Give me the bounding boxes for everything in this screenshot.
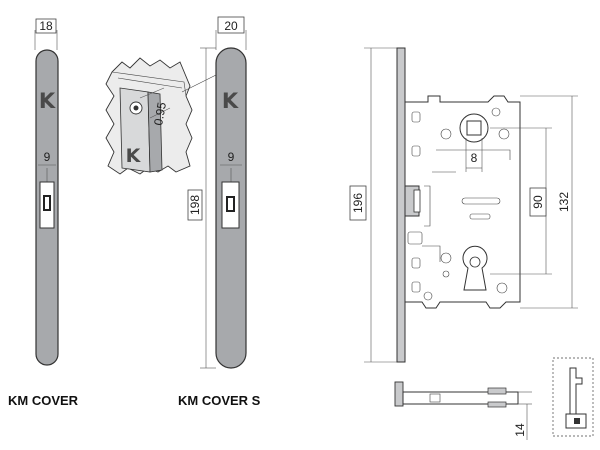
km-cover-drawing: 18 K 9 KM COVER — [8, 18, 79, 408]
cover-s-height-box — [187, 189, 203, 221]
km-cover-s-k-logo: K — [222, 89, 239, 113]
detail-cover-edge — [147, 91, 163, 173]
detail-k-logo: K — [126, 145, 142, 167]
lock-follower — [459, 113, 489, 143]
lock-body-drawing: 196 8 — [349, 47, 578, 363]
detail-leader-line — [181, 71, 223, 93]
faceplate-height-value: 196 — [351, 193, 365, 213]
center-distance-box — [529, 187, 547, 217]
depth-value: 14 — [513, 423, 527, 437]
cover-s-width-value: 20 — [224, 19, 238, 33]
detail-thickness-value: 0.95 — [151, 101, 169, 127]
faceplate-height-box — [349, 185, 367, 221]
lock-slot — [461, 197, 501, 205]
cover-s-slot-offset: 9 — [228, 150, 235, 164]
detail-inset: K 0.95 — [105, 57, 223, 175]
lock-case — [404, 95, 521, 309]
cover-s-height-value: 198 — [188, 195, 202, 215]
cover-slot-offset: 9 — [44, 150, 51, 164]
cover-width-value: 18 — [39, 19, 53, 33]
km-cover-k-logo: K — [39, 89, 56, 113]
km-cover-s-label: KM COVER S — [178, 393, 261, 408]
center-distance-value: 90 — [531, 195, 545, 209]
lock-side-view: 14 — [394, 381, 532, 440]
lock-keyhole — [462, 245, 488, 291]
km-cover-label: KM COVER — [8, 393, 79, 408]
cover-s-width-box — [217, 16, 245, 34]
case-height-value: 132 — [557, 192, 571, 212]
key-drawing — [552, 357, 594, 437]
cover-width-box — [35, 18, 57, 34]
lock-faceplate — [396, 47, 406, 363]
backset-offset-value: 8 — [471, 151, 478, 165]
km-cover-s-drawing: 20 198 K 9 KM COVER S — [178, 16, 261, 408]
